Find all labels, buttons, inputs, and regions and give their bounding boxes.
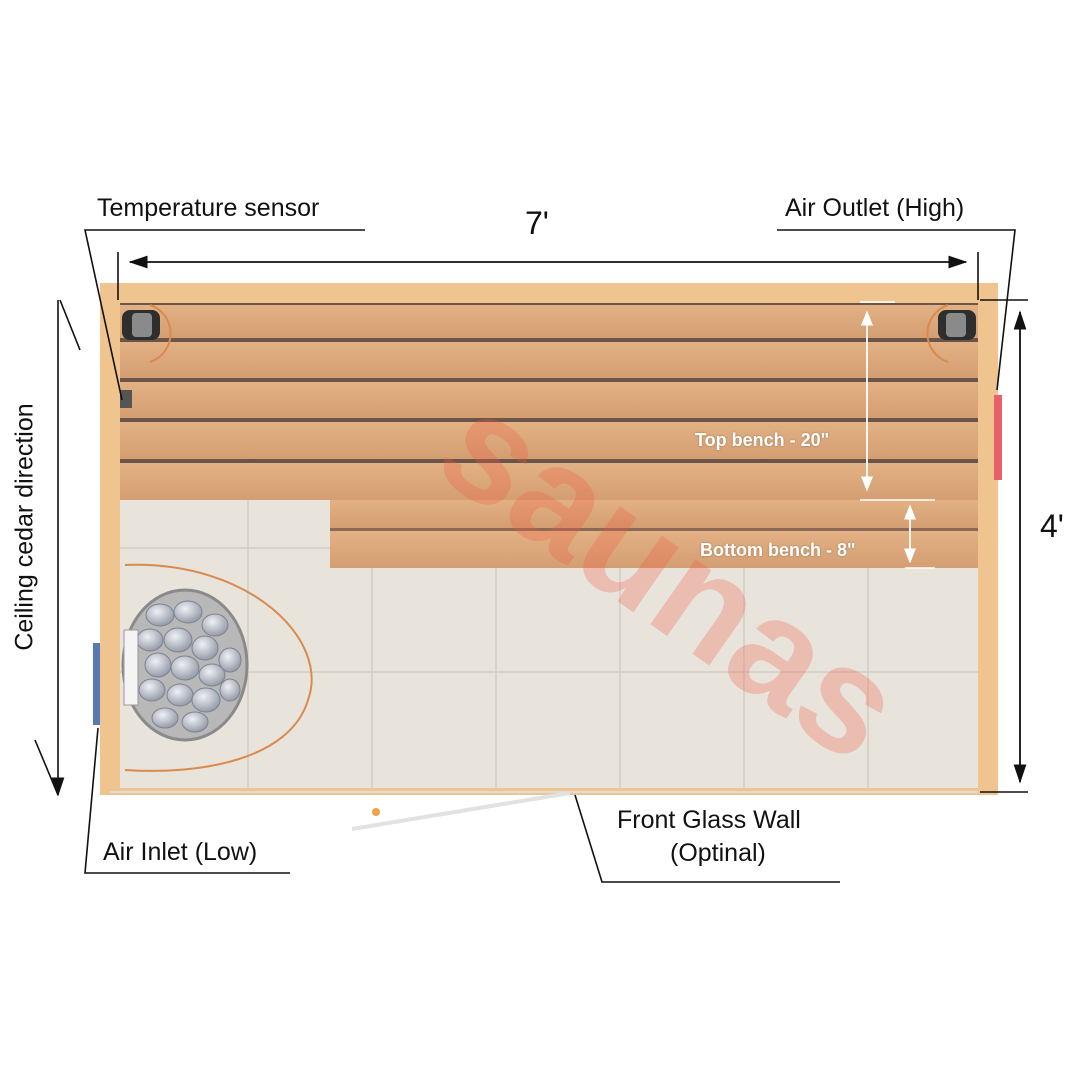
air-outlet-marker [994,395,1002,480]
front-glass-wall-optional-label: (Optinal) [670,839,766,867]
air-inlet-marker [93,643,100,725]
bench-dimension-lines [860,301,935,569]
depth-dimension-label: 4' [1040,508,1064,544]
heater-icon [121,563,313,772]
vent-left-icon [122,304,172,363]
bottom-bench-label: Bottom bench - 8" [700,540,856,560]
front-glass-wall-label: Front Glass Wall [617,806,801,834]
temperature-sensor-icon [120,390,132,408]
dimension-lines [34,229,1028,883]
air-inlet-label: Air Inlet (Low) [103,838,258,866]
ceiling-direction-label: Ceiling cedar direction [10,403,39,651]
floor-tiles [120,500,978,788]
width-dimension-label: 7' [525,205,549,241]
vent-right-icon [926,304,976,363]
bottom-bench [330,500,978,568]
top-bench-label: Top bench - 20" [695,430,830,450]
top-bench [120,303,978,500]
air-outlet-label: Air Outlet (High) [785,194,965,222]
glass-door-icon [110,791,978,831]
temperature-sensor-label: Temperature sensor [97,194,320,222]
